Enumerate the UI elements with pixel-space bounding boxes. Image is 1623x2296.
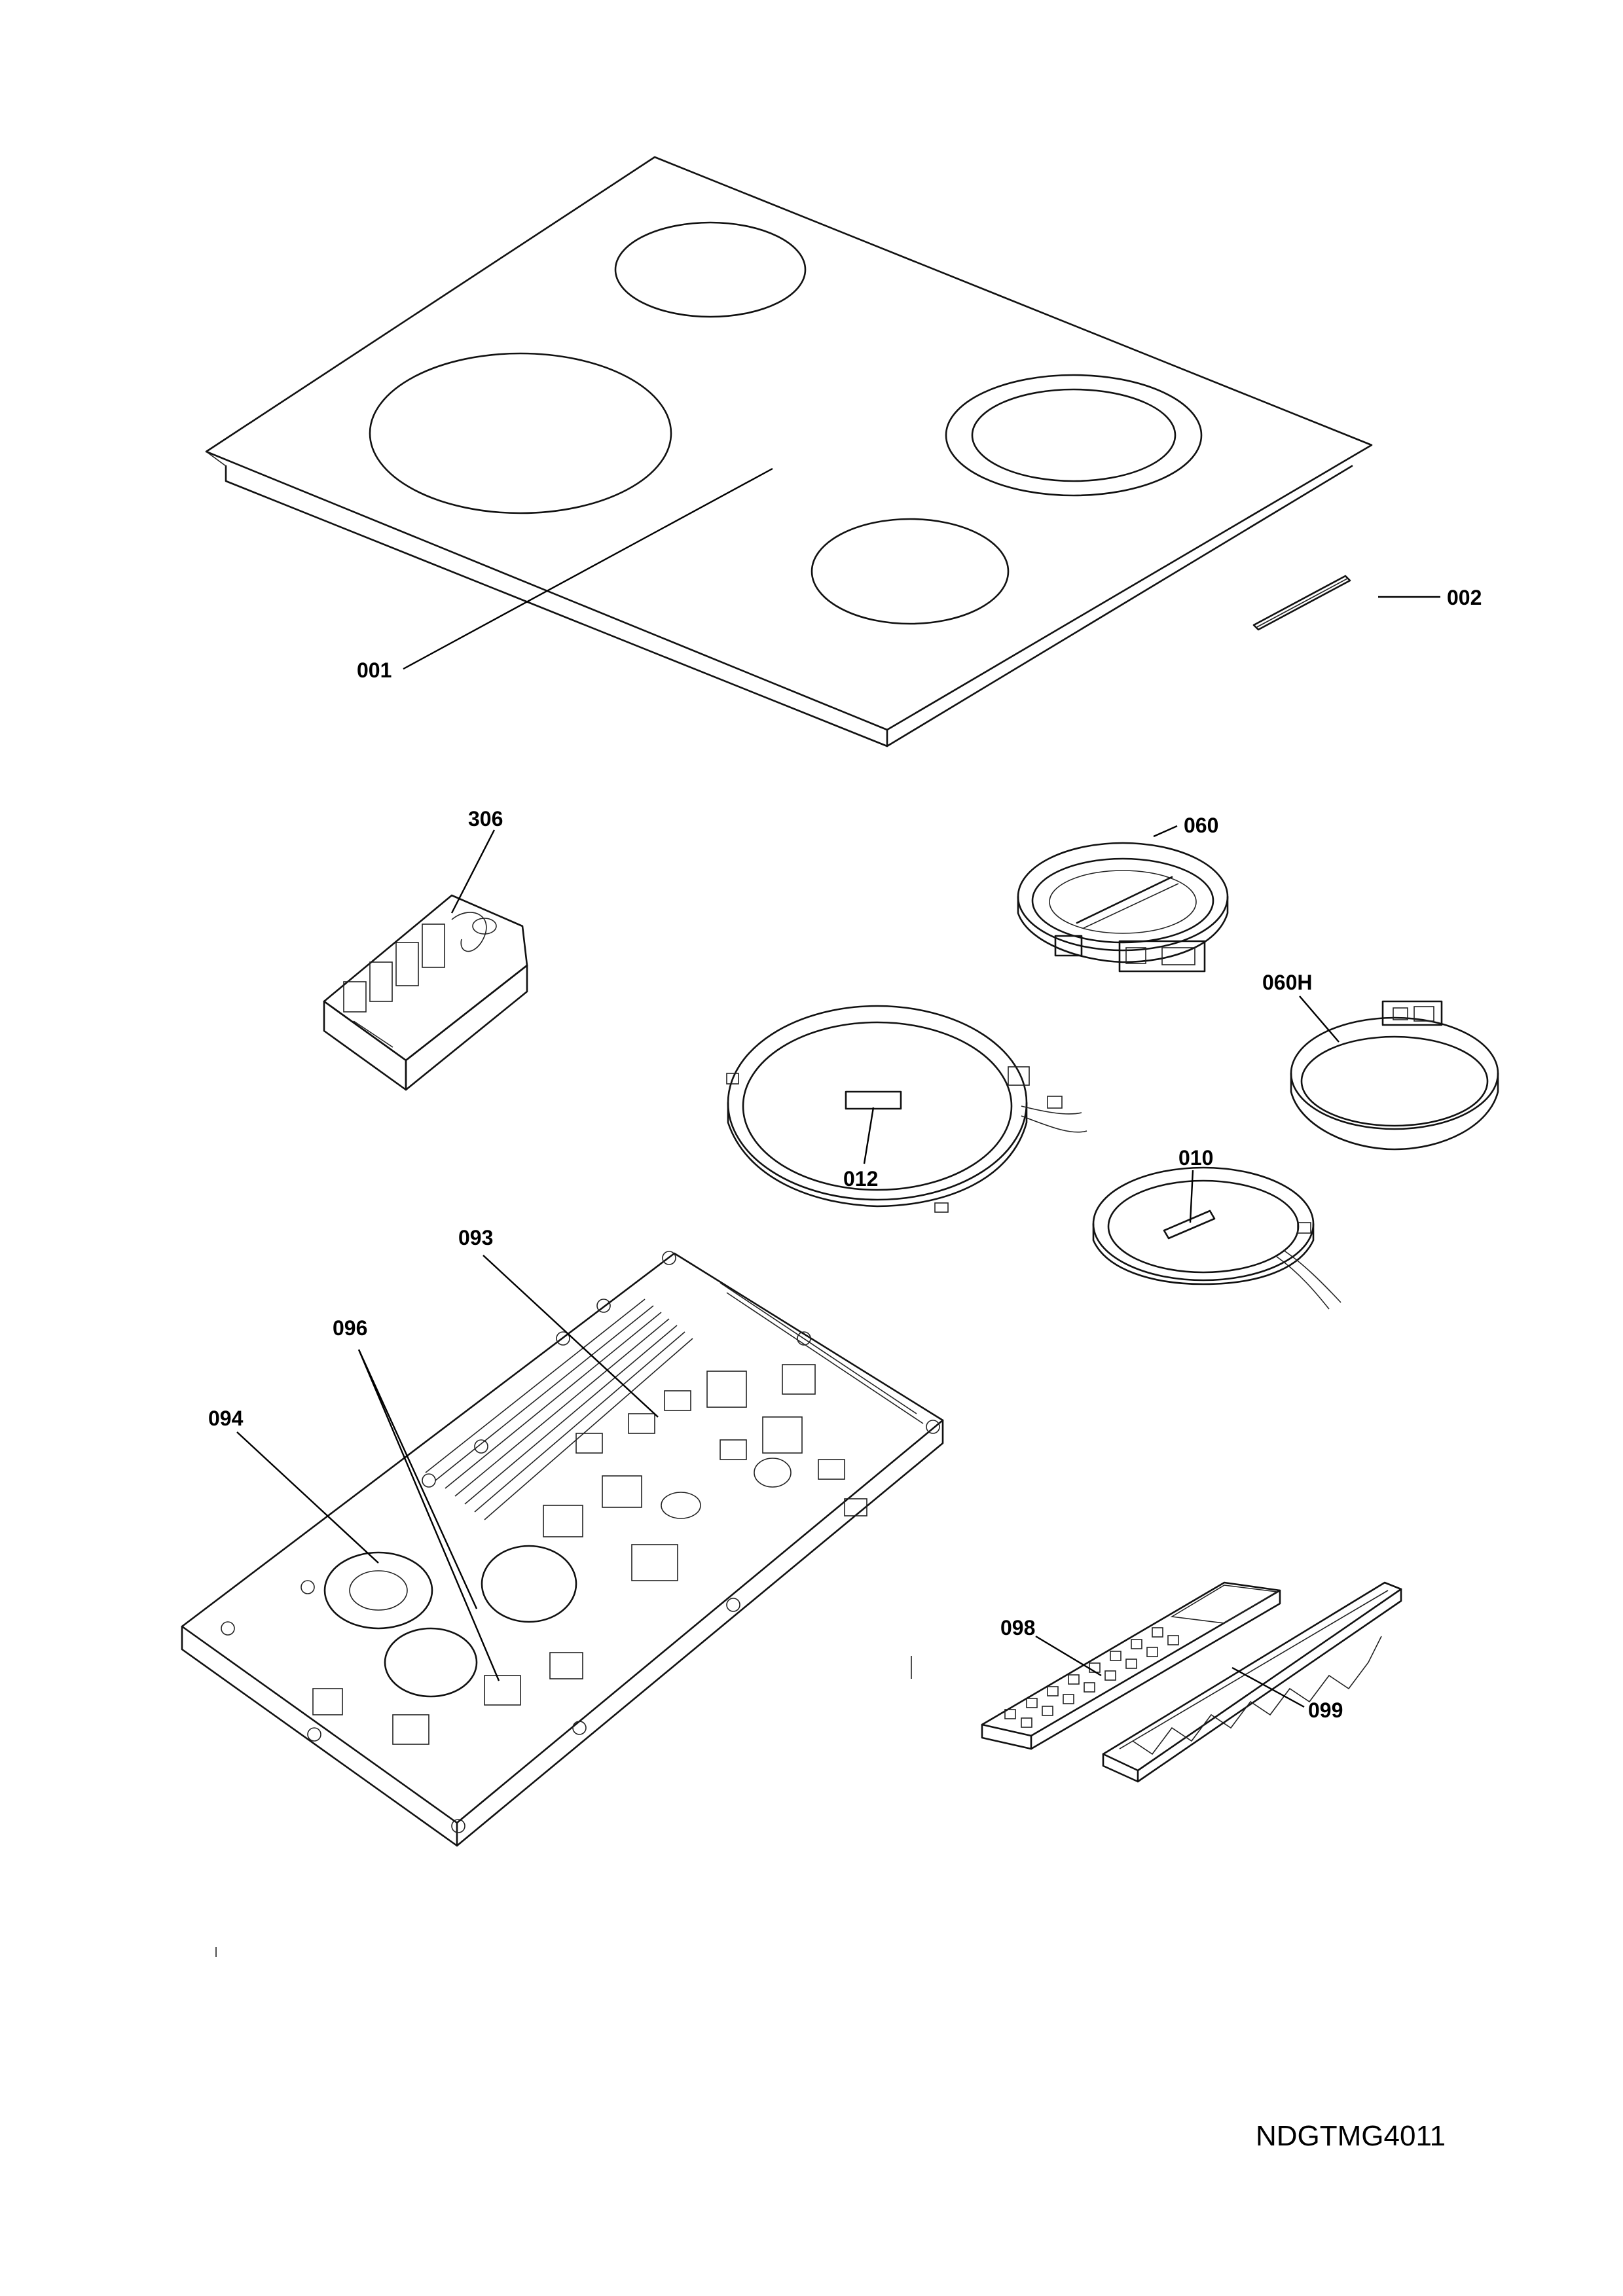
fan (323, 1551, 433, 1630)
label-098: 098 (1000, 1616, 1035, 1640)
zone-rear-small (614, 221, 807, 318)
leader-060H (1299, 996, 1340, 1043)
label-093: 093 (458, 1226, 493, 1249)
heating-ring-part-060H (1290, 1000, 1499, 1151)
capacitor-b (384, 1627, 478, 1698)
leader-094 (236, 1431, 379, 1564)
leader-099 (1231, 1666, 1305, 1708)
leader-060 (1153, 825, 1178, 838)
seal-strip-part-002 (1252, 575, 1351, 631)
label-060H: 060H (1262, 971, 1313, 994)
glass-cooktop-part-001 (205, 156, 1373, 747)
induction-coil-large-part-012 (726, 1005, 1087, 1213)
label-094: 094 (208, 1407, 244, 1430)
power-board-part-093 (181, 1251, 944, 1847)
heating-element-part-060 (1017, 842, 1229, 973)
label-010: 010 (1178, 1146, 1213, 1170)
zone-front-small (811, 518, 1010, 625)
leader-010 (1189, 1170, 1194, 1223)
zone-dual-inner (971, 388, 1176, 482)
label-306: 306 (468, 807, 503, 831)
label-096: 096 (333, 1316, 367, 1340)
label-012: 012 (843, 1167, 878, 1191)
label-060: 060 (1184, 814, 1218, 837)
label-002: 002 (1447, 586, 1482, 609)
terminal-block-part-306 (323, 894, 528, 1091)
leader-001 (403, 467, 773, 670)
leader-093 (483, 1255, 659, 1418)
leader-306 (450, 829, 496, 914)
leader-096-b (357, 1349, 478, 1609)
capacitor-a (481, 1545, 577, 1623)
label-099: 099 (1308, 1698, 1343, 1722)
label-001: 001 (357, 658, 392, 682)
leader-012 (863, 1107, 875, 1164)
control-board-part-098 (981, 1581, 1281, 1750)
zone-dual-outer (945, 374, 1203, 497)
control-frame-part-099 (1102, 1581, 1402, 1783)
leader-096-a (357, 1349, 500, 1681)
induction-coil-small-part-010 (1092, 1166, 1341, 1310)
drawing-reference-code: NDGTMG4011 (1256, 2120, 1446, 2152)
leader-098 (1035, 1635, 1102, 1677)
zone-front-large (369, 352, 672, 514)
